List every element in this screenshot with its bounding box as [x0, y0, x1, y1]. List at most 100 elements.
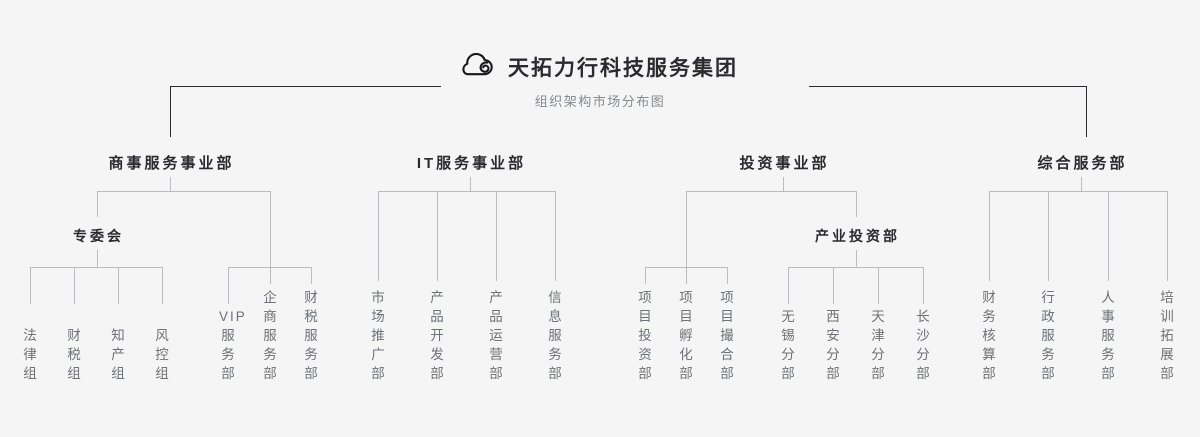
leaf-renshi-fuwu[interactable]: 人 事 服 务 部	[1097, 288, 1119, 383]
leaf-char: 部	[263, 366, 277, 381]
leaf-chanpin-yunying[interactable]: 产 品 运 营 部	[485, 288, 507, 383]
leaf-char: 人	[1101, 290, 1115, 305]
leaf-char: 发	[430, 347, 444, 362]
leaf-drop-fa-lv-zu	[30, 267, 31, 304]
leaf-drop-changsha	[923, 267, 924, 304]
brand-header: 天拓力行科技服务集团 组织架构市场分布图	[0, 52, 1200, 110]
leaf-caishui-fuwu[interactable]: 财 税 服 务 部	[300, 288, 322, 383]
leaf-char: 部	[679, 366, 693, 381]
leaf-feng-kong-zu[interactable]: 风 控 组	[151, 326, 173, 383]
leaf-char: 分	[826, 347, 840, 362]
leaf-char: 务	[982, 309, 996, 324]
leaf-xingzheng-fuwu[interactable]: 行 政 服 务 部	[1037, 288, 1059, 383]
leaf-char: 锡	[781, 328, 795, 343]
leaf-char: 服	[263, 328, 277, 343]
leaf-char: 财	[982, 290, 996, 305]
division-1-stem	[170, 177, 171, 191]
leaf-xian[interactable]: 西 安 分 部	[822, 307, 844, 383]
leaf-char: 部	[982, 366, 996, 381]
leaf-char: 部	[304, 366, 318, 381]
leaf-char: 运	[489, 328, 503, 343]
leaf-drop-tianjin	[878, 267, 879, 304]
leaf-char: 资	[638, 347, 652, 362]
leaf-drop-cai-shui-zu	[74, 267, 75, 304]
division-4-stem	[1081, 177, 1082, 191]
company-name: 天拓力行科技服务集团	[508, 57, 738, 80]
division-3-branch-left	[686, 191, 687, 267]
leaf-char: 组	[155, 366, 169, 381]
leaf-tianjin[interactable]: 天 津 分 部	[867, 307, 889, 383]
division-4-bus	[989, 191, 1168, 192]
leaf-char: 部	[720, 366, 734, 381]
leaf-char: 务	[304, 347, 318, 362]
leaf-char: 营	[489, 347, 503, 362]
leaf-drop-xiangmu-touzi	[645, 267, 646, 284]
leaf-fa-lv-zu[interactable]: 法 律 组	[19, 326, 41, 383]
leaf-drop-wuxi	[788, 267, 789, 304]
group-chanye-touzi-stem	[856, 250, 857, 267]
leaf-char: 风	[155, 328, 169, 343]
leaf-drop-chanpin-kaifa	[437, 191, 438, 281]
leaf-qishang-fuwu[interactable]: 企 商 服 务 部	[259, 288, 281, 383]
leaf-chanpin-kaifa[interactable]: 产 品 开 发 部	[426, 288, 448, 383]
division-title-4[interactable]: 综合服务部	[1037, 155, 1128, 172]
group-title-chanye-touzi[interactable]: 产业投资部	[815, 228, 900, 244]
leaf-xinxi-fuwu[interactable]: 信 息 服 务 部	[544, 288, 566, 383]
leaf-drop-xian	[833, 267, 834, 304]
leaf-cai-shui-zu[interactable]: 财 税 组	[63, 326, 85, 383]
leaf-char: 撮	[720, 328, 734, 343]
leaf-char: 合	[720, 347, 734, 362]
division-title-2[interactable]: IT服务事业部	[416, 155, 527, 172]
group-title-zhuanweihui[interactable]: 专委会	[73, 228, 124, 244]
leaf-caiwu-hesuan[interactable]: 财 务 核 算 部	[978, 288, 1000, 383]
leaf-shichang-tuiguang[interactable]: 市 场 推 广 部	[367, 288, 389, 383]
leaf-char: 部	[371, 366, 385, 381]
leaf-peixun-tuozhan[interactable]: 培 训 拓 展 部	[1156, 288, 1178, 383]
leaf-char: 项	[679, 290, 693, 305]
leaf-drop-renshi-fuwu	[1108, 191, 1109, 281]
leaf-char: 广	[371, 347, 385, 362]
division-2-bus	[378, 191, 556, 192]
leaf-xiangmu-fuhua[interactable]: 项 目 孵 化 部	[675, 288, 697, 383]
division-3-branch-right	[856, 191, 857, 217]
leaf-char: 财	[67, 328, 81, 343]
leaf-char: 部	[916, 366, 930, 381]
division-title-3[interactable]: 投资事业部	[739, 155, 830, 172]
leaf-char: 拓	[1160, 328, 1174, 343]
chart-subtitle: 组织架构市场分布图	[534, 94, 666, 109]
leaf-char: 部	[1041, 366, 1055, 381]
leaf-char: 品	[489, 309, 503, 324]
leaf-zhi-chan-zu[interactable]: 知 产 组	[107, 326, 129, 383]
leaf-char: 信	[548, 290, 562, 305]
leaf-char: 训	[1160, 309, 1174, 324]
leaf-char: 分	[781, 347, 795, 362]
leaf-char: 项	[720, 290, 734, 305]
leaf-changsha[interactable]: 长 沙 分 部	[912, 307, 934, 383]
leaf-xiangmu-touzi[interactable]: 项 目 投 资 部	[634, 288, 656, 383]
leaf-char: 部	[548, 366, 562, 381]
leaf-drop-qishang-fuwu	[270, 267, 271, 284]
leaf-char: 部	[221, 366, 237, 381]
leaf-xiangmu-cuohe[interactable]: 项 目 撮 合 部	[716, 288, 738, 383]
leaf-char: 目	[638, 309, 652, 324]
division-3-bus	[686, 191, 857, 192]
leaf-char: 培	[1160, 290, 1174, 305]
leaf-vip-fuwu[interactable]: VIP 服 务 部	[217, 307, 247, 383]
leaf-char: 组	[23, 366, 37, 381]
top-bus-right	[809, 86, 1087, 87]
leaf-char: 津	[871, 328, 885, 343]
leaf-char: 沙	[916, 328, 930, 343]
leaf-char: 税	[304, 309, 318, 324]
leaf-char: VIP	[219, 309, 247, 324]
leaf-char: 部	[1101, 366, 1115, 381]
leaf-char: 化	[679, 347, 693, 362]
division-title-1[interactable]: 商事服务事业部	[108, 155, 235, 172]
leaf-char: 组	[111, 366, 125, 381]
leaf-char: 律	[23, 347, 37, 362]
leaf-char: 目	[720, 309, 734, 324]
leaf-drop-caiwu-hesuan	[989, 191, 990, 281]
leaf-wuxi[interactable]: 无 锡 分 部	[777, 307, 799, 383]
leaf-char: 息	[548, 309, 562, 324]
leaf-char: 部	[1160, 366, 1174, 381]
